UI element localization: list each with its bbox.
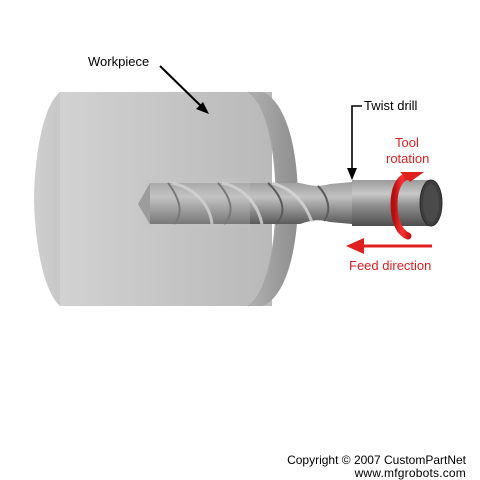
workpiece-overlay <box>138 178 250 228</box>
workpiece-end-face <box>248 92 298 306</box>
drill-point <box>138 183 150 224</box>
twist-drill-pointer <box>351 105 362 172</box>
drill-flute-spiral-3 <box>267 182 284 225</box>
tool-rotation-label-line1: Tool <box>395 135 419 150</box>
tool-rotation-label-line2: rotation <box>386 151 429 166</box>
feed-direction-label: Feed direction <box>349 258 431 273</box>
workpiece-label: Workpiece <box>88 54 149 69</box>
workpiece-pointer-head <box>196 102 209 114</box>
drill-flute-spiral-1 <box>167 182 181 225</box>
feed-direction-arrow-head <box>346 238 364 254</box>
rotation-arrow <box>390 172 424 240</box>
twist-drill-label: Twist drill <box>364 98 418 113</box>
twist-drill-pointer-head <box>347 168 357 180</box>
workpiece-pointer <box>159 65 204 109</box>
copyright-text: Copyright © 2007 CustomPartNet <box>287 453 466 467</box>
website-text: www.mfgrobots.com <box>354 466 466 480</box>
drill-flute-spiral-2 <box>217 182 232 225</box>
rotation-arrow-head <box>400 172 424 182</box>
